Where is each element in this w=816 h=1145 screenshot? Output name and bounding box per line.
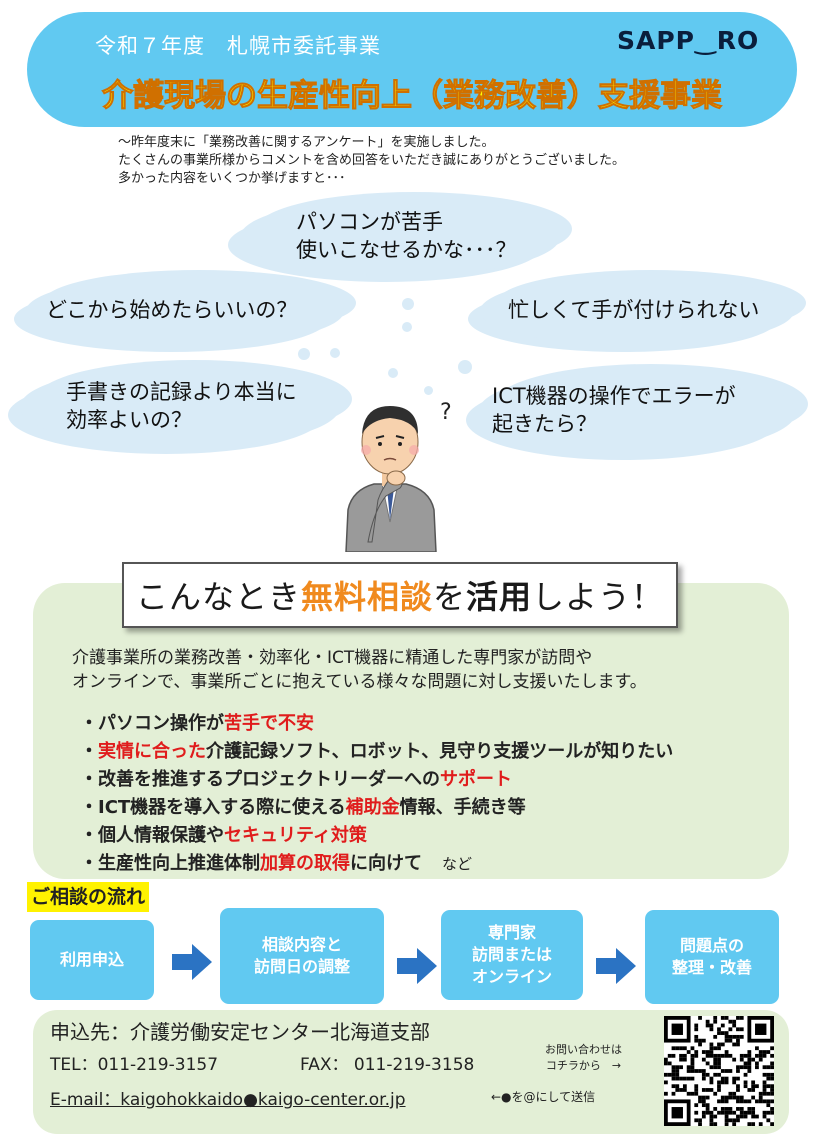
cloud-pc <box>240 198 560 276</box>
step-text: 相談内容と <box>261 935 342 954</box>
banner-text: しよう！ <box>532 578 665 616</box>
cloud-text-line: 手書きの記録より本当に <box>66 380 297 404</box>
intro-line: 多かった内容をいくつか挙げますと･･･ <box>118 171 346 186</box>
contact-email-link[interactable]: E-mail：kaigohokkaido●kaigo-center.or.jp <box>50 1090 406 1110</box>
support-list: ・パソコン操作が苦手で不安 ・実情に合った介護記録ソフト、ロボット、見守り支援ツ… <box>80 710 673 878</box>
cloud-text-line: ICT機器の操作でエラーが <box>492 384 736 408</box>
item-text: に向けて <box>350 853 422 874</box>
item-text: 介護記録ソフト、ロボット、見守り支援ツールが知りたい <box>206 741 674 762</box>
item-highlight: 苦手で不安 <box>224 713 314 734</box>
page-title: 介護現場の生産性向上（業務改善）支援事業 <box>102 78 723 115</box>
arrow-right-icon <box>172 944 212 980</box>
cloud-busy <box>480 276 794 346</box>
flow-step-apply: 利用申込 <box>30 920 154 1000</box>
free-consultation-banner: こんなとき無料相談を活用しよう！ <box>122 562 678 628</box>
item-highlight: 加算の取得 <box>260 853 350 874</box>
flow-step-visit: 専門家訪問またはオンライン <box>441 910 583 1000</box>
step-text: 問題点の <box>679 936 744 955</box>
person-thinking-illustration <box>345 406 437 552</box>
arrow-right-icon <box>397 948 437 984</box>
intro-line: たくさんの事業所様からコメントを含め回答をいただき誠にありがとうございました。 <box>118 153 626 168</box>
step-text: 訪問日の調整 <box>253 957 350 976</box>
cloud-text-line: 使いこなせるかな･･･？ <box>296 238 517 262</box>
item-suffix: など <box>442 855 473 873</box>
item-text: ・ <box>80 741 98 762</box>
inquiry-line: お問い合わせは <box>545 1043 622 1056</box>
cloud-text-line: パソコンが苦手 <box>296 210 443 234</box>
contact-name: 申込先：介護労働安定センター北海道支部 <box>50 1020 430 1044</box>
cloud-pc-text: パソコンが苦手 使いこなせるかな･･･？ <box>296 208 517 264</box>
banner-text: こんなとき <box>135 578 301 616</box>
description-line: 介護事業所の業務改善・効率化・ICT機器に精通した専門家が訪問や <box>72 648 593 668</box>
thought-dot <box>424 386 433 395</box>
contact-tel: TEL：011-219-3157 <box>50 1055 219 1075</box>
item-text: ・パソコン操作が <box>80 713 224 734</box>
thought-dot <box>402 298 414 310</box>
question-mark: ? <box>440 400 452 425</box>
item-text: 情報、手続き等 <box>399 797 526 818</box>
item-text: ・生産性向上推進体制 <box>80 853 260 874</box>
item-highlight: 実情に合った <box>98 741 206 762</box>
step-text: 訪問または <box>471 945 552 964</box>
cloud-where <box>26 276 344 346</box>
service-panel <box>33 583 789 879</box>
step-text: 専門家 <box>487 923 536 942</box>
intro-text: ～昨年度末に「業務改善に関するアンケート」を実施しました。 たくさんの事業所様か… <box>118 134 625 188</box>
list-item: ・個人情報保護やセキュリティ対策 <box>80 822 673 850</box>
flow-label: ご相談の流れ <box>27 882 150 912</box>
item-highlight: 補助金 <box>345 797 400 818</box>
step-text: 整理・改善 <box>671 958 752 977</box>
item-text: ・ICT機器を導入する際に使える <box>80 797 346 818</box>
list-item: ・改善を推進するプロジェクトリーダーへのサポート <box>80 766 673 794</box>
list-item: ・実情に合った介護記録ソフト、ロボット、見守り支援ツールが知りたい <box>80 738 673 766</box>
step-text: オンライン <box>471 967 552 986</box>
cloud-ict <box>478 370 796 454</box>
thought-dot <box>298 348 310 360</box>
contact-fax: FAX： 011-219-3158 <box>300 1055 475 1075</box>
thought-dot <box>458 360 472 374</box>
description-line: オンラインで、事業所ごとに抱えている様々な問題に対し支援いたします。 <box>72 672 647 692</box>
inquiry-line: コチラから → <box>545 1059 622 1072</box>
item-highlight: セキュリティ対策 <box>224 825 367 846</box>
banner-highlight: 無料相談 <box>300 578 433 616</box>
banner-bold: 活用 <box>466 578 533 616</box>
cloud-handwrite <box>20 366 340 448</box>
qr-code[interactable] <box>664 1016 774 1126</box>
list-item: ・ICT機器を導入する際に使える補助金情報、手続き等 <box>80 794 673 822</box>
cloud-ict-text: ICT機器の操作でエラーが 起きたら？ <box>492 382 736 438</box>
thought-dot <box>402 322 412 332</box>
service-description: 介護事業所の業務改善・効率化・ICT機器に精通した専門家が訪問や オンラインで、… <box>72 646 647 694</box>
cloud-where-text: どこから始めたらいいの？ <box>46 298 298 322</box>
cloud-text-line: 起きたら？ <box>492 412 597 436</box>
step-text: 利用申込 <box>59 950 124 969</box>
cloud-busy-text: 忙しくて手が付けられない <box>508 298 760 322</box>
header-subtitle: 令和７年度 札幌市委託事業 <box>95 34 381 58</box>
cloud-handwrite-text: 手書きの記録より本当に 効率よいの？ <box>66 378 297 434</box>
item-highlight: サポート <box>440 769 512 790</box>
intro-line: ～昨年度末に「業務改善に関するアンケート」を実施しました。 <box>118 135 495 150</box>
arrow-right-icon <box>596 948 636 984</box>
flow-step-improve: 問題点の整理・改善 <box>645 910 779 1004</box>
inquiry-note: お問い合わせは コチラから → <box>545 1042 622 1074</box>
item-text: ・改善を推進するプロジェクトリーダーへの <box>80 769 440 790</box>
list-item: ・パソコン操作が苦手で不安 <box>80 710 673 738</box>
contact-panel <box>33 1010 789 1134</box>
sapporo-logo: SAPP‿RO <box>617 26 760 55</box>
header-banner: 令和７年度 札幌市委託事業 SAPP‿RO 介護現場の生産性向上（業務改善）支援… <box>27 12 797 127</box>
email-note: ←●を@にして送信 <box>491 1090 596 1104</box>
flow-step-schedule: 相談内容と訪問日の調整 <box>220 908 384 1004</box>
thought-dot <box>330 348 340 358</box>
cloud-text-line: 効率よいの？ <box>66 408 192 432</box>
list-item: ・生産性向上推進体制加算の取得に向けて など <box>80 850 673 878</box>
banner-text: を <box>432 578 466 616</box>
item-text: ・個人情報保護や <box>80 825 224 846</box>
thought-dot <box>388 368 398 378</box>
